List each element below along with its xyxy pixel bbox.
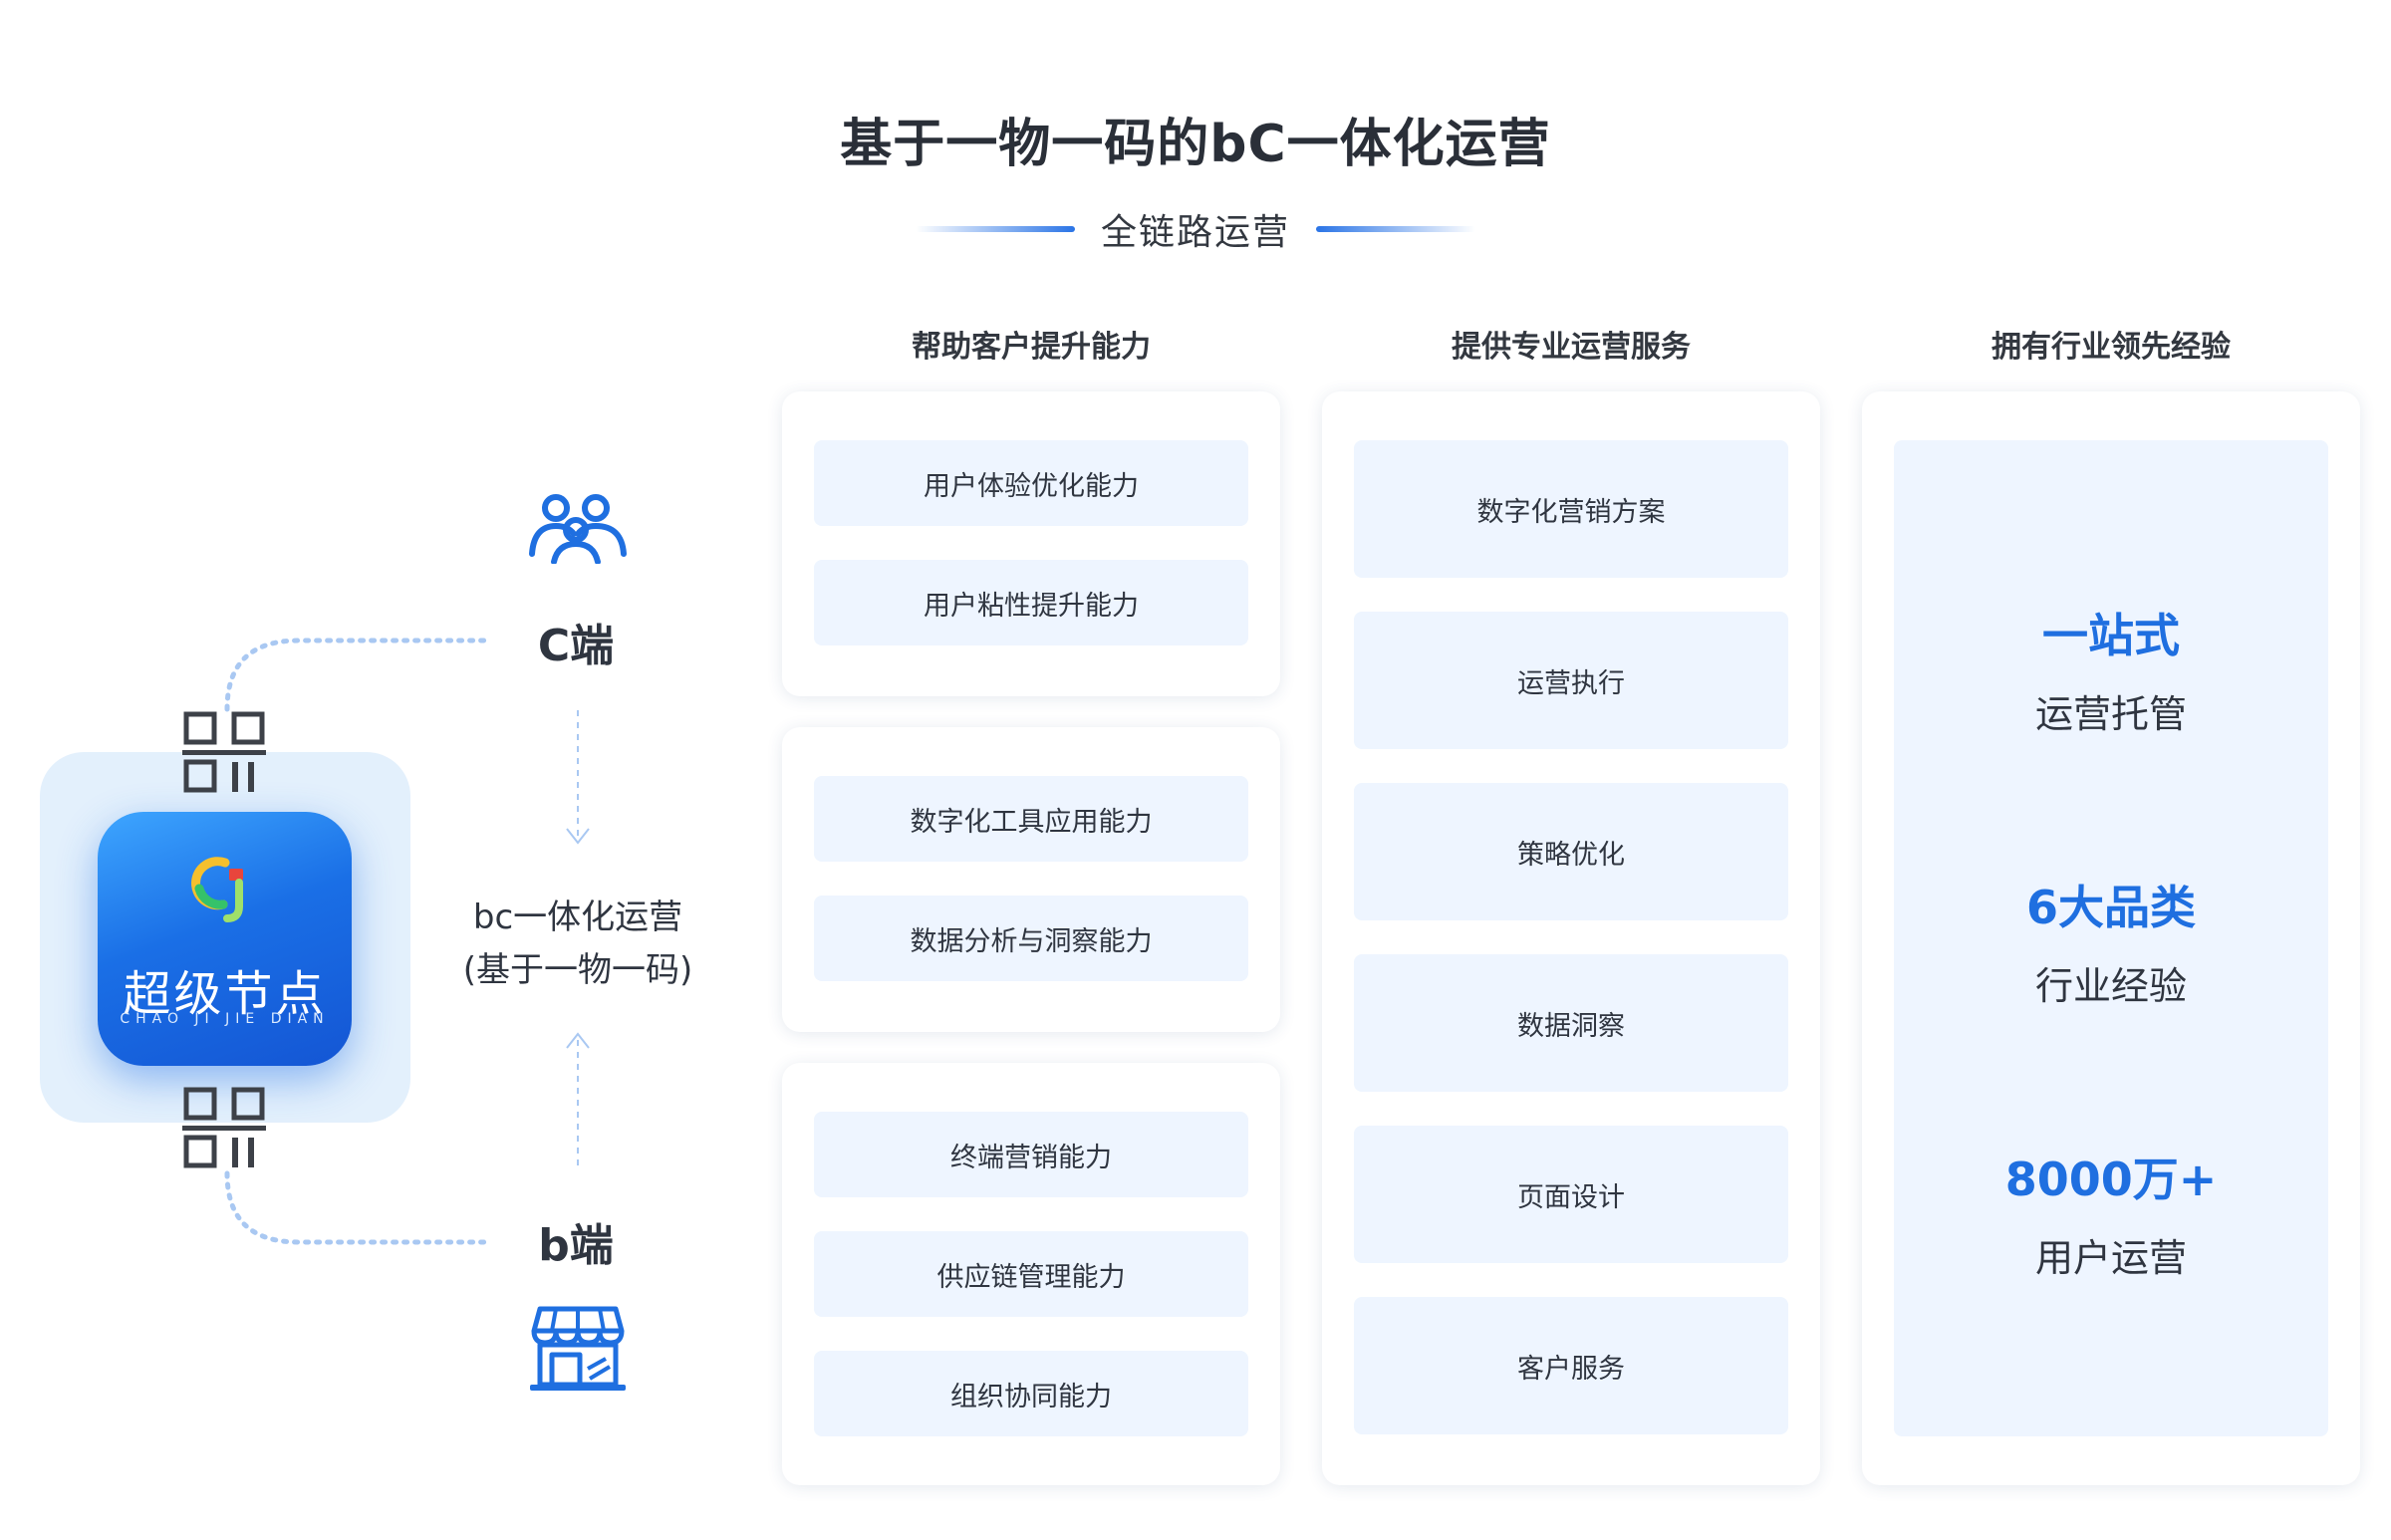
subtitle-divider-right — [1316, 226, 1475, 232]
users-icon — [529, 494, 627, 564]
capability-item: 用户体验优化能力 — [814, 440, 1248, 526]
stat-value: 6大品类 — [2025, 881, 2196, 934]
app-logo-icon — [191, 857, 243, 922]
stat-label: 运营托管 — [2034, 692, 2187, 736]
capability-item: 组织协同能力 — [814, 1351, 1248, 1436]
connector-to-b-end — [224, 1170, 491, 1245]
service-item: 策略优化 — [1354, 783, 1788, 920]
app-pinyin: CHAO JI JIE DIAN — [120, 1011, 330, 1027]
store-icon — [530, 1306, 626, 1391]
connector-to-c-end — [224, 638, 491, 712]
app-icon — [98, 812, 352, 1066]
column-heading-services: 提供专业运营服务 — [1452, 330, 1691, 365]
capability-item: 用户粘性提升能力 — [814, 560, 1248, 645]
bc-integration-sublabel: (基于一物一码) — [462, 950, 693, 990]
service-item: 客户服务 — [1354, 1297, 1788, 1434]
stat-label: 用户运营 — [2034, 1236, 2187, 1280]
stat-value: 一站式 — [2042, 609, 2180, 662]
service-item: 页面设计 — [1354, 1126, 1788, 1263]
capability-card-1: 用户体验优化能力 用户粘性提升能力 — [782, 391, 1280, 696]
c-end-label: C端 — [537, 621, 615, 671]
capability-item: 数字化工具应用能力 — [814, 776, 1248, 862]
b-end-label: b端 — [538, 1220, 614, 1271]
capability-item: 供应链管理能力 — [814, 1231, 1248, 1317]
stat-value: 8000万+ — [2004, 1153, 2218, 1206]
page-title: 基于一物一码的bC一体化运营 — [840, 115, 1551, 174]
services-card: 数字化营销方案 运营执行 策略优化 数据洞察 页面设计 客户服务 — [1322, 391, 1820, 1485]
subtitle-divider-left — [915, 226, 1075, 232]
app-name: 超级节点 — [123, 966, 327, 1022]
capability-item: 终端营销能力 — [814, 1112, 1248, 1197]
capability-item: 数据分析与洞察能力 — [814, 896, 1248, 981]
stat-label: 行业经验 — [2034, 964, 2187, 1008]
column-heading-capabilities: 帮助客户提升能力 — [912, 330, 1151, 365]
capability-card-2: 数字化工具应用能力 数据分析与洞察能力 — [782, 727, 1280, 1032]
experience-card: 一站式 运营托管 6大品类 行业经验 8000万+ 用户运营 — [1862, 391, 2360, 1485]
service-item: 运营执行 — [1354, 612, 1788, 749]
qr-code-icon-bottom — [182, 1087, 266, 1168]
connector-lines — [224, 638, 590, 1245]
arrow-head-down — [566, 828, 590, 845]
subtitle-row: 全链路运营 — [0, 204, 2391, 254]
qr-code-icon-top — [182, 711, 266, 793]
capability-card-3: 终端营销能力 供应链管理能力 组织协同能力 — [782, 1063, 1280, 1485]
subtitle: 全链路运营 — [1100, 212, 1290, 253]
bc-integration-label: bc一体化运营 — [472, 898, 683, 937]
service-item: 数据洞察 — [1354, 954, 1788, 1092]
arrow-head-up — [566, 1032, 590, 1049]
column-heading-experience: 拥有行业领先经验 — [1992, 330, 2231, 365]
experience-panel: 一站式 运营托管 6大品类 行业经验 8000万+ 用户运营 — [1894, 440, 2328, 1436]
service-item: 数字化营销方案 — [1354, 440, 1788, 578]
